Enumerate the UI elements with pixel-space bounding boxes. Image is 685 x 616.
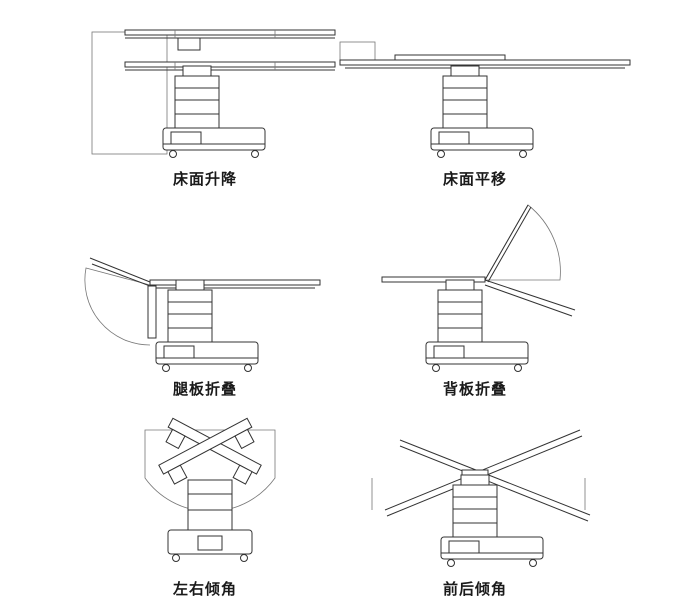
diagram-fore-aft-tilt (371, 429, 591, 567)
label-bed-translate: 床面平移 (442, 170, 507, 188)
label-bed-lift: 床面升降 (172, 170, 237, 188)
diagram-bed-translate (339, 41, 631, 158)
diagram-lateral-tilt (144, 417, 276, 562)
label-leg-fold: 腿板折叠 (172, 380, 237, 398)
label-lateral-tilt: 左右倾角 (172, 580, 237, 598)
label-fore-aft-tilt: 前后倾角 (442, 580, 507, 598)
diagram-bed-lift (91, 29, 336, 158)
diagram-leg-fold (84, 257, 321, 372)
diagram-back-fold (381, 204, 576, 372)
label-back-fold: 背板折叠 (442, 380, 507, 398)
